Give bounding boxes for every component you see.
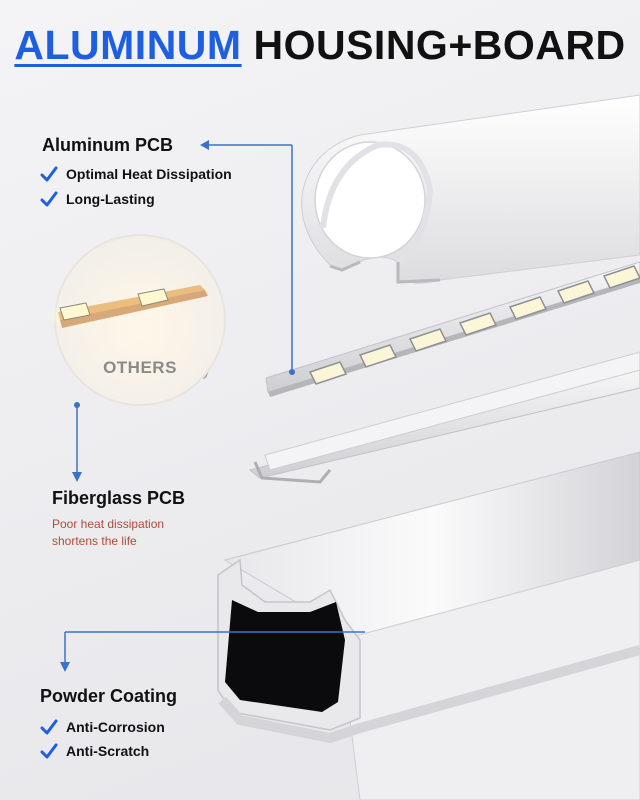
arrow-head <box>200 140 209 150</box>
fiberglass-pcb-heading: Fiberglass PCB <box>52 488 186 508</box>
diffuser-cover <box>301 94 640 284</box>
aluminum-channel <box>248 351 640 484</box>
title-rest: HOUSING+BOARD <box>241 22 626 68</box>
led-chip <box>308 265 640 385</box>
connector-lines <box>64 144 365 665</box>
led-strip <box>171 261 640 397</box>
others-label: OTHERS <box>103 358 177 377</box>
aluminum-housing <box>217 451 640 800</box>
note-line: Poor heat dissipation <box>52 517 165 531</box>
feature-label: Optimal Heat Dissipation <box>66 166 232 182</box>
check-icon <box>40 191 58 207</box>
aluminum-pcb-heading: Aluminum PCB <box>42 135 174 155</box>
feature-label: Anti-Corrosion <box>66 719 165 735</box>
feature-label: Long-Lasting <box>66 191 155 207</box>
arrow-head <box>72 472 82 482</box>
connector-dot <box>289 369 295 375</box>
comparison-circle <box>45 234 226 406</box>
feature-label: Anti-Scratch <box>66 743 150 759</box>
connector-dot <box>74 402 80 408</box>
powder-feature-2: Anti-Scratch <box>40 743 149 759</box>
title-accent: ALUMINUM <box>14 22 242 68</box>
aluminum-feature-1: Optimal Heat Dissipation <box>40 166 232 182</box>
aluminum-feature-2: Long-Lasting <box>40 191 155 207</box>
check-icon <box>40 166 58 182</box>
fiberglass-note: Poor heat dissipation shortens the life <box>52 516 164 550</box>
page-title: ALUMINUM HOUSING+BOARD <box>0 22 640 69</box>
check-icon <box>40 743 58 759</box>
check-icon <box>40 719 58 735</box>
note-line: shortens the life <box>52 534 137 548</box>
arrow-head <box>60 662 70 672</box>
powder-coating-heading: Powder Coating <box>40 686 178 706</box>
powder-feature-1: Anti-Corrosion <box>40 719 165 735</box>
